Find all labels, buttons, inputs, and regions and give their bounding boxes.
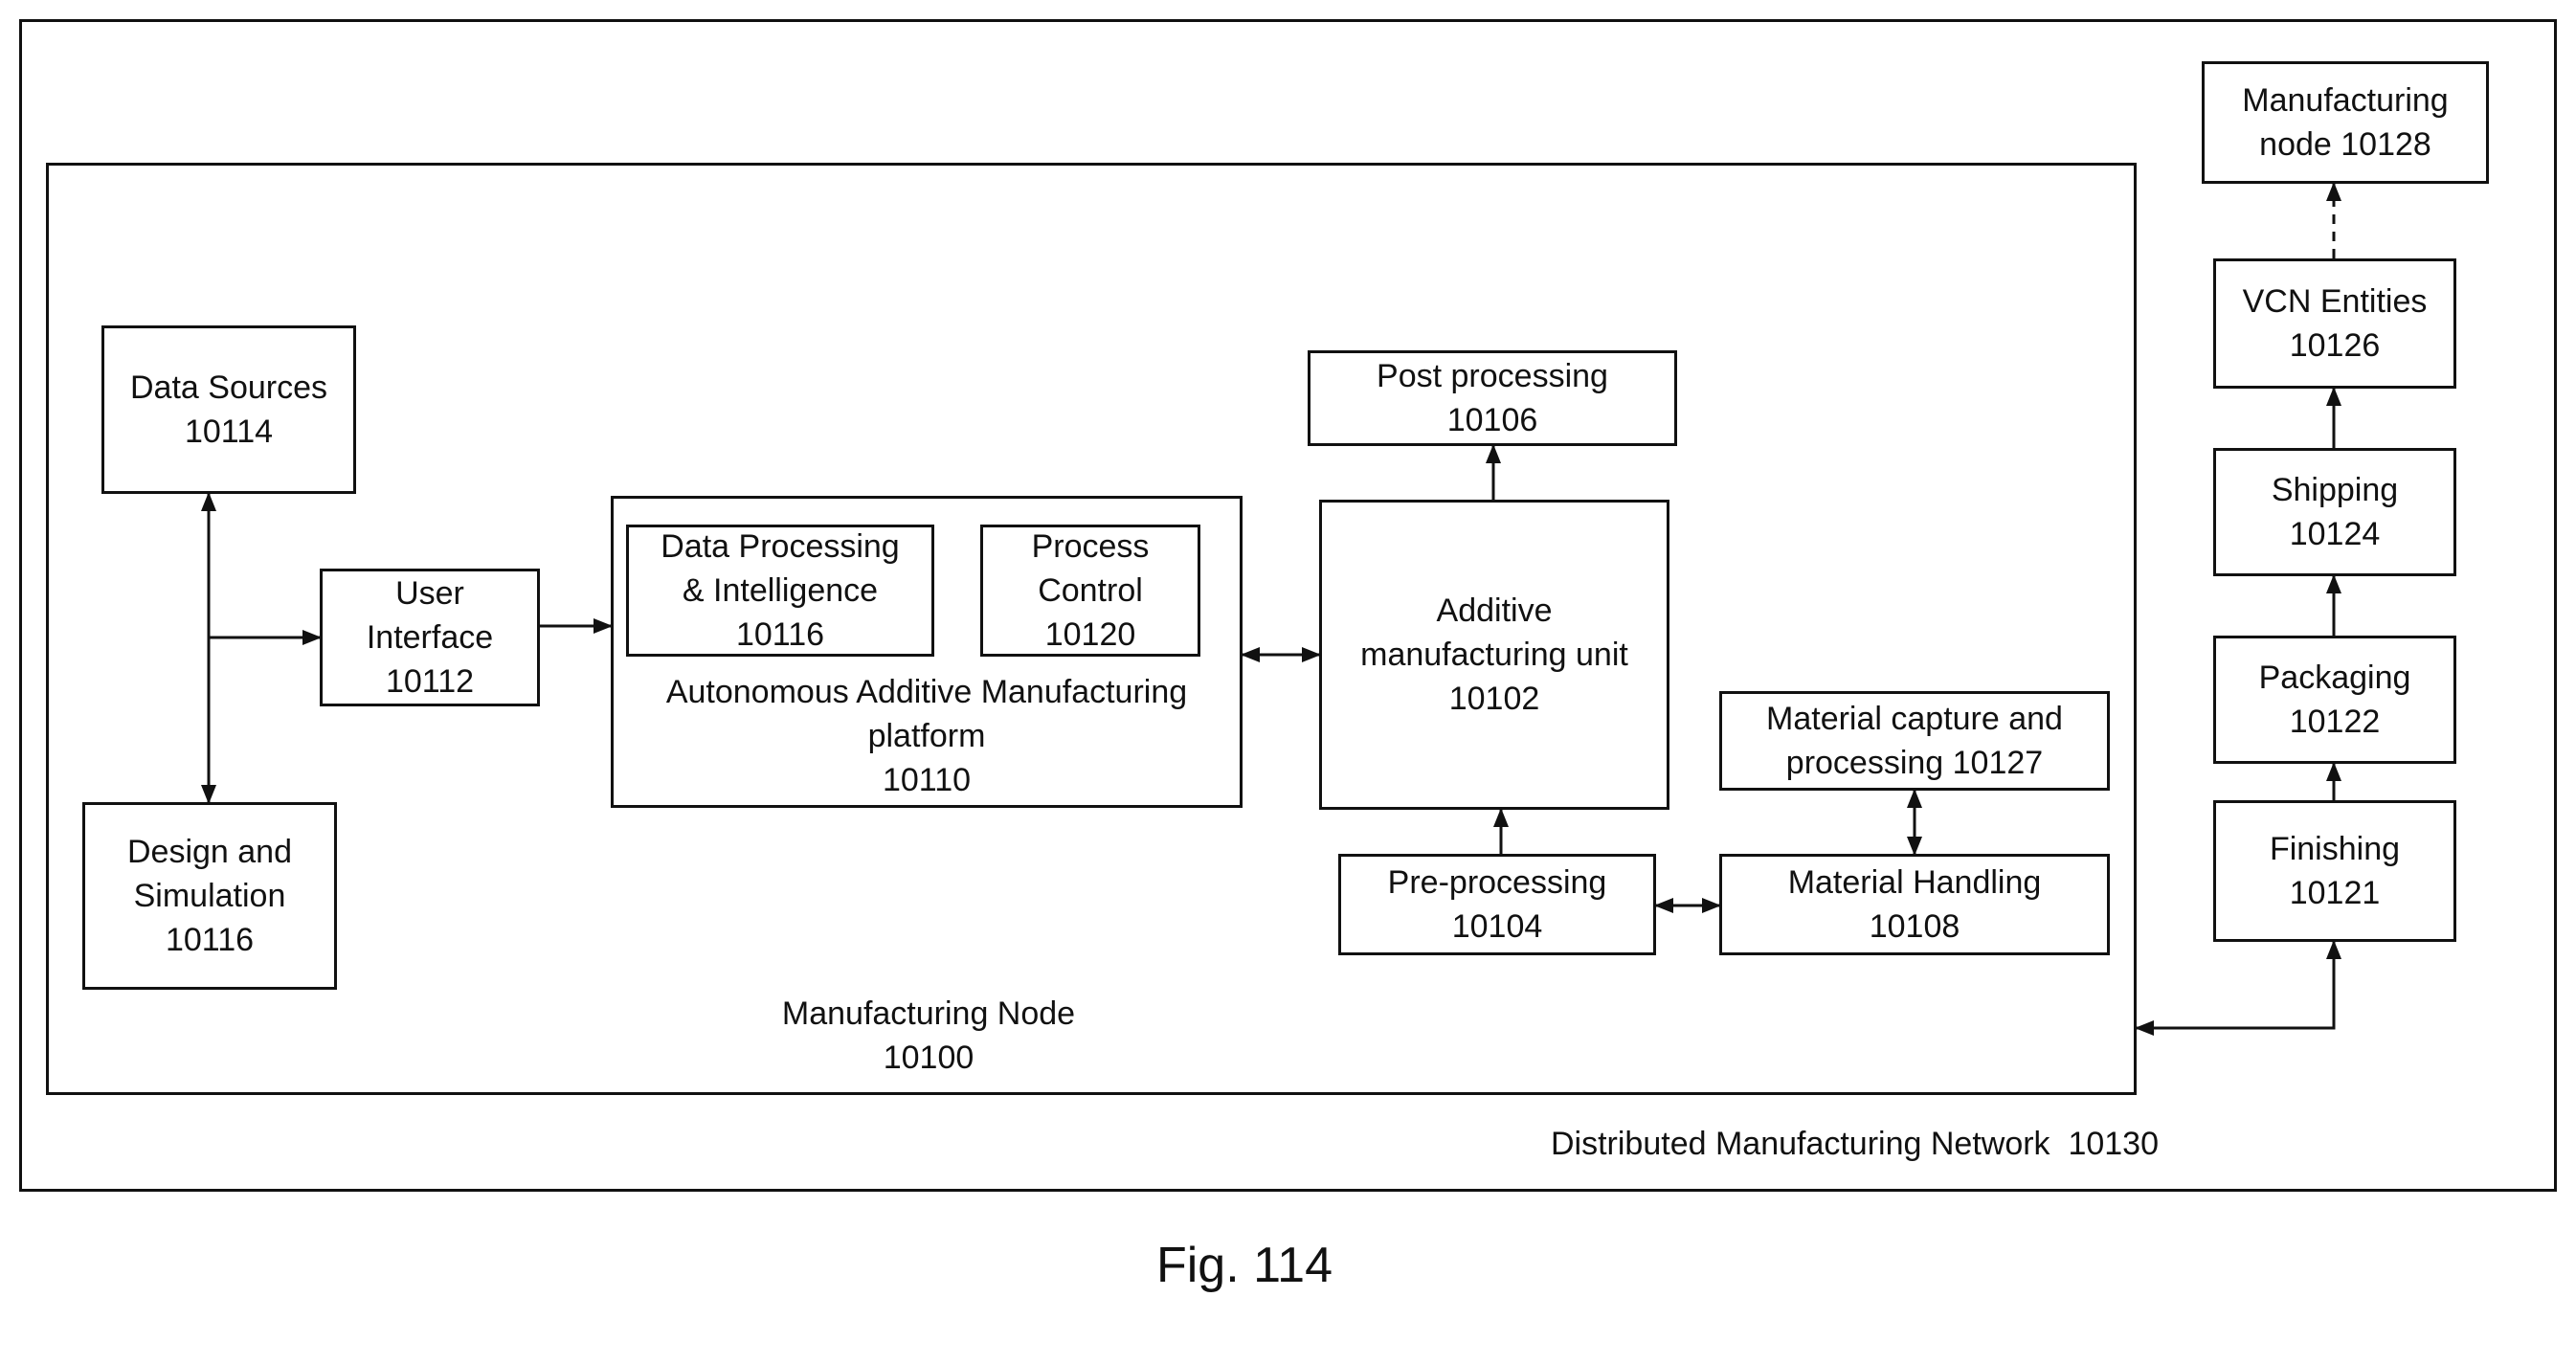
arrow-finishing-node — [2137, 942, 2334, 1028]
